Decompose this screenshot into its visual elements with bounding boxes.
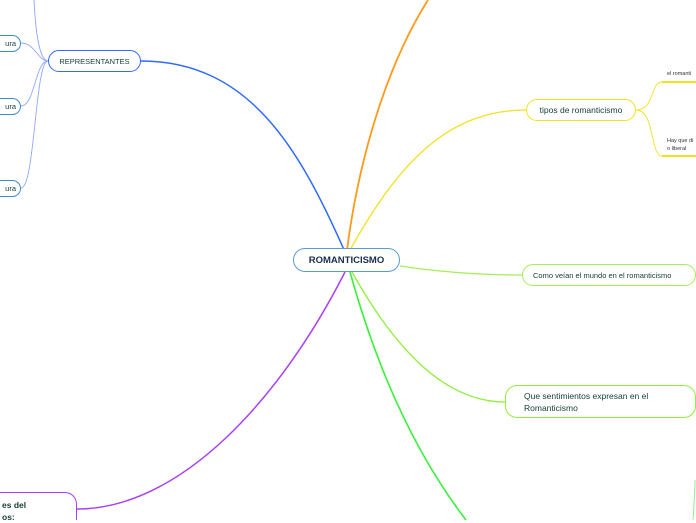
representantes-label: REPRESENTANTES bbox=[59, 56, 130, 66]
tipos-label: tipos de romanticismo bbox=[539, 105, 623, 115]
representante-child-2[interactable]: ura bbox=[0, 98, 21, 115]
representante-child-3[interactable]: ura bbox=[0, 180, 21, 197]
representantes-node[interactable]: REPRESENTANTES bbox=[48, 50, 141, 72]
link-green-right bbox=[692, 479, 696, 520]
purple-label-line1: es del bbox=[2, 500, 27, 510]
child-label: ura bbox=[5, 184, 16, 193]
link-como bbox=[399, 265, 523, 276]
child-label: ura bbox=[5, 39, 16, 48]
link-purple bbox=[76, 271, 346, 510]
sentimientos-node[interactable]: Que sentimientos expresan en el Romantic… bbox=[505, 385, 696, 418]
purple-label-line2: os: bbox=[2, 512, 15, 522]
tipos-child-1[interactable]: el romanti bbox=[667, 70, 691, 78]
central-node[interactable]: ROMANTICISMO bbox=[293, 248, 400, 272]
link-green-bottom bbox=[349, 271, 467, 520]
link-orange bbox=[346, 0, 429, 251]
link-tipos bbox=[349, 109, 527, 251]
central-label: ROMANTICISMO bbox=[308, 254, 385, 266]
tipos-node[interactable]: tipos de romanticismo bbox=[526, 99, 636, 121]
link-representantes bbox=[140, 60, 346, 253]
tipos-child-links bbox=[635, 81, 663, 157]
sentimientos-label-line1: Que sentimientos expresan en el bbox=[524, 390, 649, 401]
representantes-child-links bbox=[20, 0, 49, 189]
child-label: el romanti bbox=[667, 71, 692, 77]
child-label: ura bbox=[5, 102, 16, 111]
child-label-line2: o liberal bbox=[667, 146, 687, 152]
purple-node[interactable]: es del os: bbox=[0, 492, 77, 522]
sentimientos-label-line2: Romanticismo bbox=[524, 402, 578, 413]
como-label: Como veían el mundo en el romanticismo bbox=[533, 270, 672, 280]
representante-child-1[interactable]: ura bbox=[0, 35, 21, 52]
child-label-line1: Hay que di bbox=[667, 138, 694, 144]
como-node[interactable]: Como veían el mundo en el romanticismo bbox=[522, 264, 696, 286]
link-sentimientos bbox=[351, 271, 506, 403]
tipos-child-2[interactable]: Hay que di o liberal bbox=[667, 137, 693, 153]
